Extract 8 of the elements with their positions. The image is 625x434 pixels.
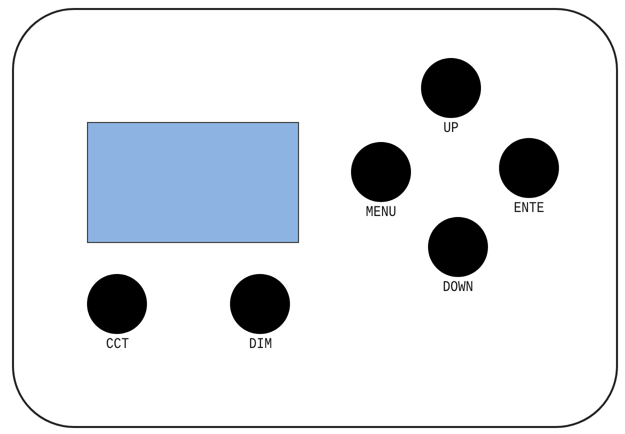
button-label: CCT (106, 336, 128, 353)
button-label: ENTE (514, 200, 544, 217)
button-label: UP (443, 120, 459, 137)
button-label: MENU (366, 204, 396, 221)
display-screen (87, 122, 299, 243)
panel-outline (12, 8, 618, 428)
button-label: DIM (248, 336, 272, 353)
button-label: DOWN (442, 279, 474, 296)
